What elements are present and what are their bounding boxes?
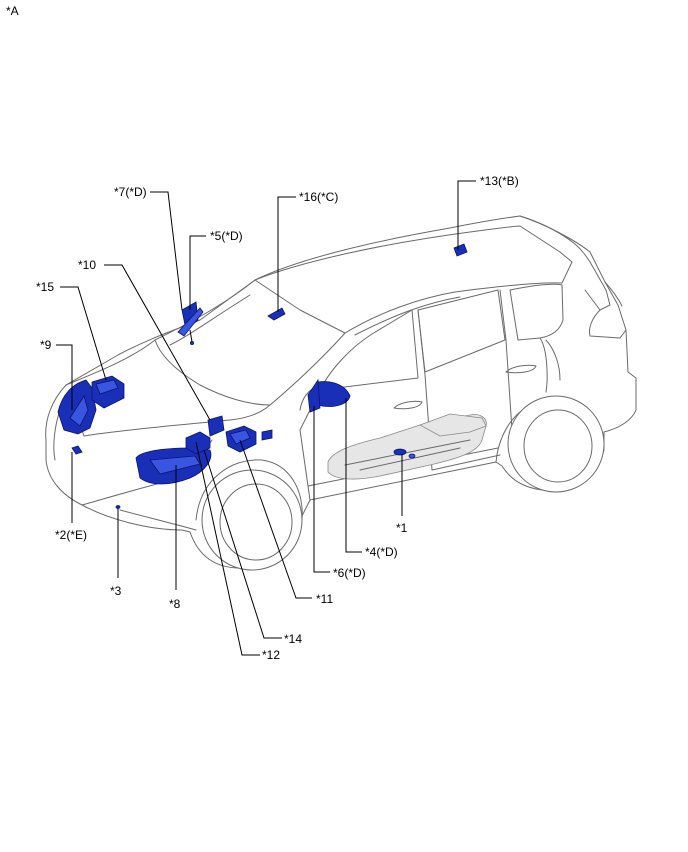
callout-7: *7(*D): [114, 185, 147, 199]
vehicle-body-outline: [45, 215, 637, 569]
component-16: [267, 307, 286, 321]
component-6: [307, 378, 321, 413]
fuel-tank: [327, 413, 487, 480]
callout-12: *12: [262, 648, 280, 662]
component-5-7-inner-mirror: [177, 301, 204, 345]
callout-13: *13(*B): [480, 174, 519, 188]
component-15-ecu: [91, 375, 125, 409]
component-1: [393, 448, 416, 459]
callout-3: *3: [110, 584, 122, 598]
callout-2: *2(*E): [55, 528, 87, 542]
callout-6: *6(*D): [333, 566, 366, 580]
callout-9: *9: [40, 338, 52, 352]
component-8-headlamp-right: [135, 447, 212, 485]
leader-lines: [56, 180, 476, 656]
component-10-relay-block: [207, 415, 225, 437]
component-9-headlamp-left: [57, 379, 97, 435]
callout-1: *1: [396, 521, 408, 535]
callout-16: *16(*C): [299, 190, 338, 204]
callout-5: *5(*D): [210, 229, 243, 243]
callout-8: *8: [169, 597, 181, 611]
component-11-14-12-engine-parts: [185, 425, 273, 455]
callout-14: *14: [284, 632, 302, 646]
callout-11: *11: [316, 592, 333, 606]
component-13: [453, 243, 468, 257]
front-wheel: [201, 469, 303, 571]
component-2: [71, 445, 83, 455]
callout-10: *10: [78, 258, 96, 272]
callout-15: *15: [36, 280, 54, 294]
rear-wheel: [507, 395, 605, 493]
callout-labels: *7(*D) *5(*D) *16(*C) *13(*B) *10 *15 *9…: [36, 174, 519, 662]
diagram-id-label: *A: [6, 4, 19, 18]
callout-4: *4(*D): [365, 545, 398, 559]
